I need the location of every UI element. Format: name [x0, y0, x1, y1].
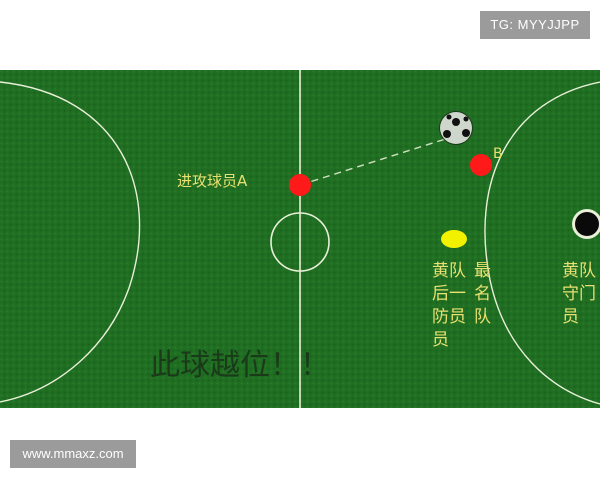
keeper-label-line3: 员 — [562, 307, 579, 327]
offside-caption: 此球越位！！ — [150, 348, 330, 383]
watermark-bottom: www.mmaxz.com — [10, 440, 136, 468]
player-b-marker — [470, 154, 492, 176]
pass-line — [299, 135, 456, 186]
defender-label-line1: 黄队 — [432, 261, 466, 281]
player-b-label: B — [493, 146, 503, 162]
keeper-label-line1: 黄队 — [562, 261, 596, 281]
football-pitch-diagram: 进攻球员A B 黄队 后一 防员 员 最 名 队 黄队 守门 员 此球越位！！ — [0, 70, 600, 408]
attacker-a-marker — [289, 174, 311, 196]
ball-icon — [439, 111, 473, 145]
defender-label-line2: 后一 — [432, 284, 466, 304]
goalkeeper-marker — [575, 212, 599, 236]
keeper-label-line2: 守门 — [562, 284, 596, 304]
defender-label-line4: 员 — [432, 330, 449, 350]
watermark-top: TG: MYYJJPP — [480, 11, 590, 39]
yellow-defender-marker — [441, 230, 467, 248]
defender-label-line3: 防员 — [432, 307, 466, 327]
center-circle — [270, 212, 330, 272]
right-penalty-arc — [484, 81, 600, 405]
last-defender-label-line1: 最 — [474, 261, 491, 281]
left-penalty-arc — [0, 81, 141, 403]
last-defender-label-line2: 名 — [474, 284, 491, 304]
last-defender-label-line3: 队 — [474, 307, 491, 327]
attacker-a-label: 进攻球员A — [177, 172, 248, 190]
